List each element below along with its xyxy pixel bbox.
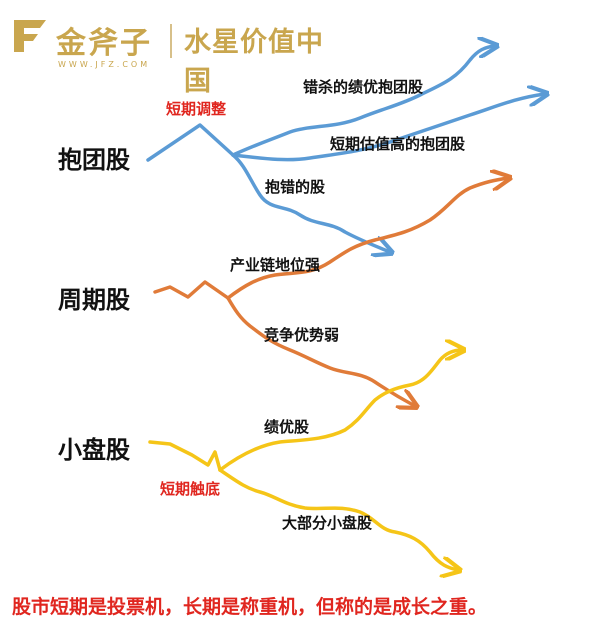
zhouqi-rise-path xyxy=(153,280,230,300)
zhouqi-strong-curve xyxy=(226,178,508,300)
xiaopan-dip-path xyxy=(148,440,222,472)
brand-name: 金斧子 xyxy=(56,26,152,61)
label-wrong-baotuan: 抱错的股 xyxy=(265,178,326,196)
label-most-small: 大部分小盘股 xyxy=(282,514,373,532)
label-overvalued: 短期估值高的抱团股 xyxy=(330,135,466,153)
category-xiaopan: 小盘股 xyxy=(58,436,130,464)
label-short-bottom: 短期触底 xyxy=(160,480,221,498)
brand-logo: 金斧子 WWW.JFZ.COM 水星价值中国 xyxy=(10,12,340,97)
brand-slogan: 水星价值中国 xyxy=(184,27,324,97)
label-quality: 绩优股 xyxy=(264,418,310,436)
logo-divider xyxy=(170,24,172,58)
footer-quote: 股市短期是投票机，长期是称重机，但称的是成长之重。 xyxy=(12,596,488,618)
label-strong-industry: 产业链地位强 xyxy=(230,256,321,274)
label-weak-competition: 竞争优势弱 xyxy=(264,326,340,344)
label-short-adjust: 短期调整 xyxy=(166,100,227,118)
baotuan-wrong-kill-curve xyxy=(231,46,495,157)
category-baotuan: 抱团股 xyxy=(58,146,130,174)
baotuan-wrong-curve xyxy=(231,153,390,252)
category-zhouqi: 周期股 xyxy=(58,286,130,314)
baotuan-overvalued-curve xyxy=(231,94,545,162)
xiaopan-most-curve xyxy=(218,468,458,570)
jfz-logo-icon xyxy=(14,20,46,52)
brand-url: WWW.JFZ.COM xyxy=(58,60,151,69)
label-wrong-kill: 错杀的绩优抱团股 xyxy=(303,78,424,96)
baotuan-rise-path xyxy=(146,123,235,162)
zhouqi-weak-curve xyxy=(226,296,415,406)
xiaopan-quality-curve xyxy=(218,350,462,472)
